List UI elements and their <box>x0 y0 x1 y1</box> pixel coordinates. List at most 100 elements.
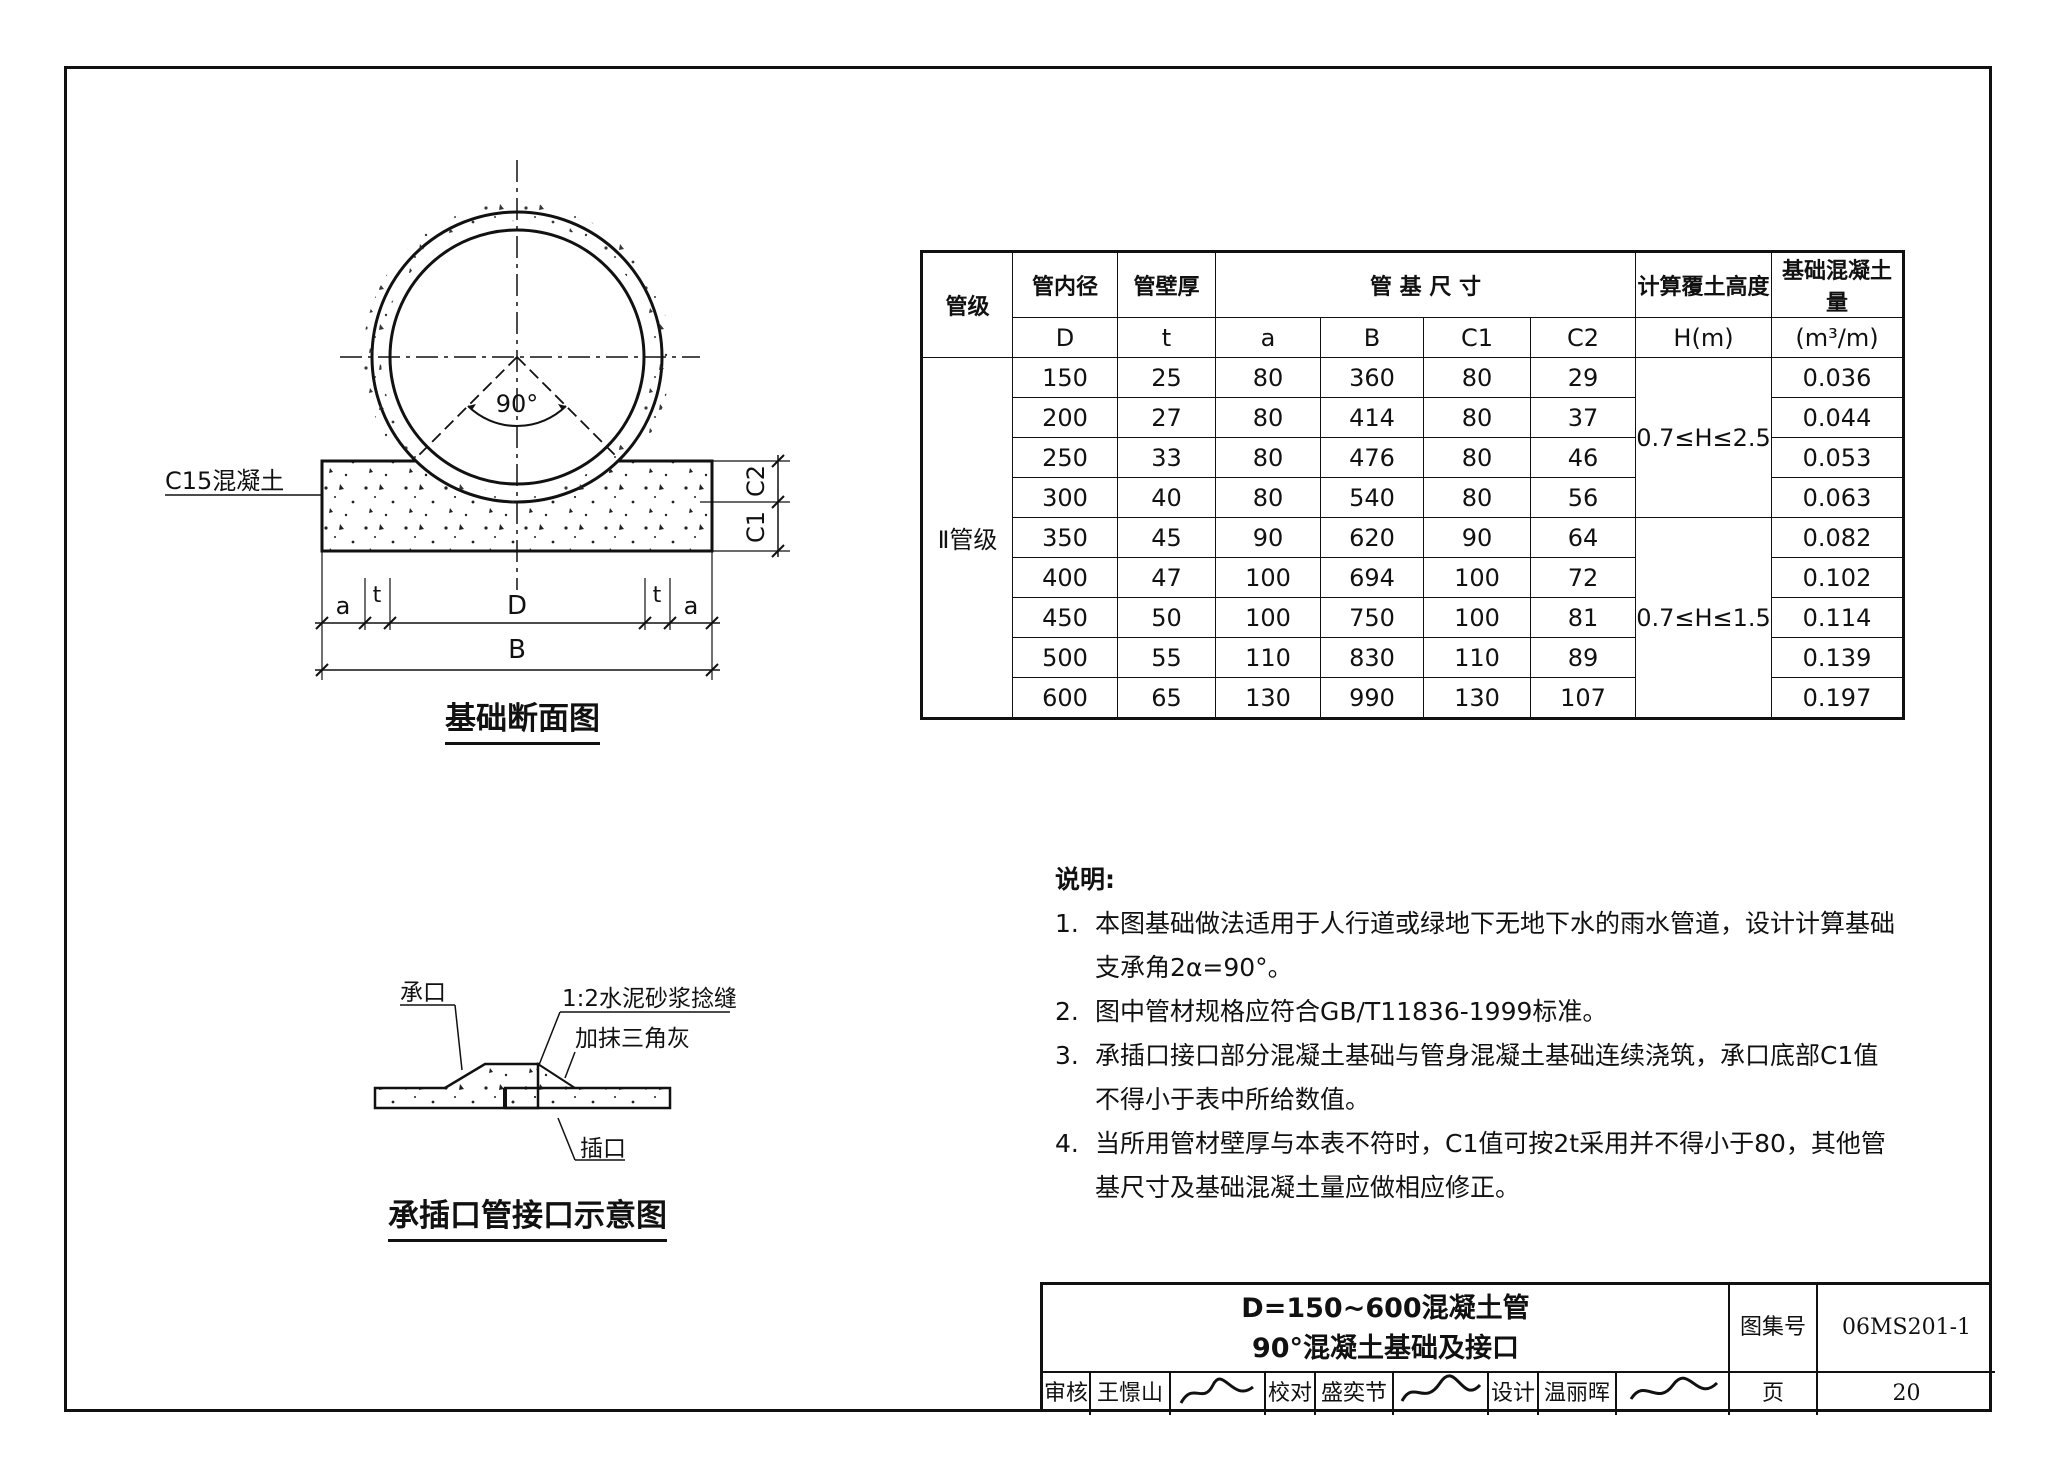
col-volume-unit: (m³/m) <box>1771 317 1904 358</box>
reviewer-signature <box>1171 1373 1266 1415</box>
cell-b: 540 <box>1320 477 1424 518</box>
notes-title: 说明: <box>1055 865 1115 894</box>
col-wall: 管壁厚 <box>1117 251 1216 318</box>
cell-c1: 90 <box>1423 517 1531 558</box>
dim-t-right: t <box>653 583 662 608</box>
signature-mark <box>1179 1377 1254 1404</box>
cell-c1: 110 <box>1423 637 1531 678</box>
cell-d: 400 <box>1012 557 1118 598</box>
cell-t: 45 <box>1117 517 1216 558</box>
dim-c1: C1 <box>742 511 770 543</box>
note-item: 4. 当所用管材壁厚与本表不符时，C1值可按2t采用并不得小于80，其他管基尺寸… <box>1055 1129 1886 1202</box>
cell-t: 55 <box>1117 637 1216 678</box>
cell-b: 830 <box>1320 637 1424 678</box>
dim-c2: C2 <box>742 465 770 497</box>
col-grade: 管级 <box>921 251 1013 358</box>
cell-c2: 81 <box>1530 597 1636 638</box>
drawing-frame <box>64 66 1992 1412</box>
cell-d: 450 <box>1012 597 1118 638</box>
cell-c1: 100 <box>1423 597 1531 638</box>
cell-volume: 0.197 <box>1771 677 1904 719</box>
title-block: D=150~600混凝土管 90°混凝土基础及接口 图集号 06MS201-1 … <box>1040 1282 1995 1415</box>
check-label: 校对 <box>1266 1373 1316 1415</box>
cell-a: 110 <box>1215 637 1321 678</box>
cell-c2: 72 <box>1530 557 1636 598</box>
cell-d: 600 <box>1012 677 1118 719</box>
signature-mark <box>1400 1374 1481 1402</box>
cell-a: 80 <box>1215 437 1321 478</box>
cell-c2: 29 <box>1530 357 1636 398</box>
spec-table: 管级 管内径 管壁厚 管 基 尺 寸 计算覆土高度 基础混凝土量 D t a B… <box>920 250 1905 720</box>
atlas-label: 图集号 <box>1730 1285 1818 1371</box>
cell-c1: 80 <box>1423 397 1531 438</box>
cell-d: 500 <box>1012 637 1118 678</box>
dim-a-right: a <box>684 592 699 620</box>
cell-a: 80 <box>1215 477 1321 518</box>
col-height: 计算覆土高度 <box>1635 251 1772 318</box>
section-caption: 基础断面图 <box>445 693 600 745</box>
cell-volume: 0.053 <box>1771 437 1904 478</box>
angle-label: 90° <box>496 390 539 418</box>
col-height-unit: H(m) <box>1635 317 1772 358</box>
cell-t: 27 <box>1117 397 1216 438</box>
dim-d: D <box>507 591 527 621</box>
atlas-row: 图集号 06MS201-1 <box>1730 1285 1995 1373</box>
cell-c2: 107 <box>1530 677 1636 719</box>
designer-name: 温丽晖 <box>1539 1373 1617 1415</box>
col-inner-dia-sym: D <box>1012 317 1118 358</box>
material-label: C15混凝土 <box>165 467 284 495</box>
cell-t: 65 <box>1117 677 1216 719</box>
designer-signature <box>1617 1373 1730 1415</box>
joint-diagram: 承口 1:2水泥砂浆捻缝 加抹三角灰 插口 <box>373 980 737 1162</box>
page-number: 20 <box>1892 1381 1921 1406</box>
col-base-dims: 管 基 尺 寸 <box>1215 251 1636 318</box>
cell-t: 50 <box>1117 597 1216 638</box>
col-inner-dia: 管内径 <box>1012 251 1118 318</box>
label-spigot: 插口 <box>580 1136 626 1162</box>
atlas-number: 06MS201-1 <box>1841 1315 1971 1340</box>
note-item: 1. 本图基础做法适用于人行道或绿地下无地下水的雨水管道，设计计算基础支承角2α… <box>1055 909 1896 982</box>
cell-b: 476 <box>1320 437 1424 478</box>
dim-b: B <box>508 635 526 665</box>
cell-c2: 56 <box>1530 477 1636 518</box>
cell-t: 33 <box>1117 437 1216 478</box>
cell-volume: 0.102 <box>1771 557 1904 598</box>
cell-b: 990 <box>1320 677 1424 719</box>
cell-t: 40 <box>1117 477 1216 518</box>
cell-d: 350 <box>1012 517 1118 558</box>
cell-c2: 37 <box>1530 397 1636 438</box>
reviewer-name: 王憬山 <box>1091 1373 1171 1415</box>
cell-b: 360 <box>1320 357 1424 398</box>
dim-a-left: a <box>336 592 351 620</box>
col-c1: C1 <box>1423 317 1531 358</box>
cell-c1: 80 <box>1423 437 1531 478</box>
label-socket: 承口 <box>400 980 446 1006</box>
cell-b: 620 <box>1320 517 1424 558</box>
design-label: 设计 <box>1489 1373 1539 1415</box>
cell-a: 80 <box>1215 397 1321 438</box>
cell-d: 150 <box>1012 357 1118 398</box>
cell-b: 750 <box>1320 597 1424 638</box>
cell-volume: 0.139 <box>1771 637 1904 678</box>
cell-height-range: 0.7≤H≤1.5 <box>1635 517 1772 719</box>
checker-signature <box>1394 1373 1489 1415</box>
cell-t: 47 <box>1117 557 1216 598</box>
checker-name: 盛奕节 <box>1316 1373 1394 1415</box>
page-label: 页 <box>1730 1373 1818 1415</box>
label-mortar: 1:2水泥砂浆捻缝 <box>562 986 737 1012</box>
note-item: 2. 图中管材规格应符合GB/T11836-1999标准。 <box>1055 997 1608 1026</box>
drawing-title: D=150~600混凝土管 90°混凝土基础及接口 <box>1043 1285 1730 1373</box>
cell-b: 694 <box>1320 557 1424 598</box>
cell-volume: 0.044 <box>1771 397 1904 438</box>
cell-a: 100 <box>1215 557 1321 598</box>
note-item: 3. 承插口接口部分混凝土基础与管身混凝土基础连续浇筑，承口底部C1值不得小于表… <box>1055 1041 1879 1114</box>
signature-row: 审核 王憬山 校对 盛奕节 设计 温丽晖 页 20 <box>1043 1373 1995 1415</box>
cell-grade: Ⅱ管级 <box>921 357 1013 719</box>
